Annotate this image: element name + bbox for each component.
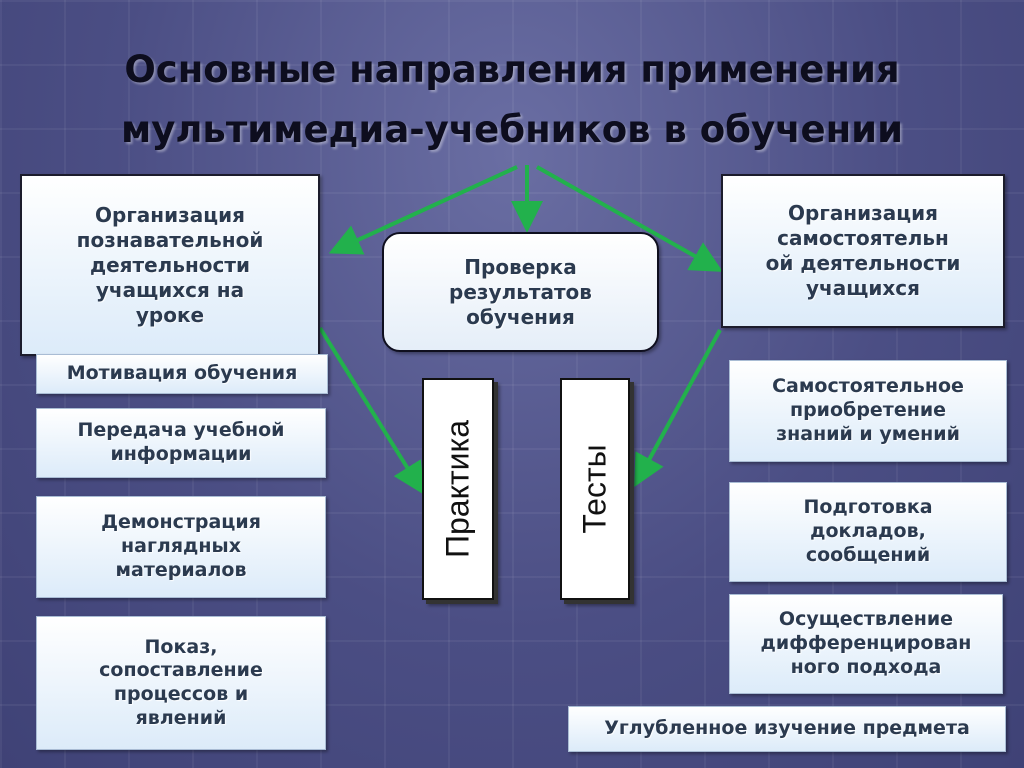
show-compare-box: Показ, сопоставление процессов и явлений <box>36 616 326 750</box>
org-cognitive-box: Организация познавательной деятельности … <box>20 174 320 356</box>
org-independent-box: Организация самостоятельн ой деятельност… <box>721 174 1005 328</box>
info-transfer-box: Передача учебной информации <box>36 408 326 478</box>
title-line-1: Основные направления применения <box>124 48 900 91</box>
check-results-box: Проверка результатов обучения <box>382 232 659 352</box>
tests-box: Тесты <box>560 378 630 600</box>
arrow-to-practice <box>318 326 425 495</box>
deep-study-box: Углубленное изучение предмета <box>568 706 1006 752</box>
practice-box: Практика <box>422 378 494 600</box>
differentiated-box: Осуществление дифференцирован ного подхо… <box>729 594 1003 694</box>
practice-label: Практика <box>439 420 476 558</box>
page-title: Основные направления применения мультиме… <box>40 40 984 160</box>
arrow-to-tests <box>634 329 722 488</box>
self-acquire-box: Самостоятельное приобретение знаний и ум… <box>729 360 1007 462</box>
tests-label: Тесты <box>576 444 613 534</box>
reports-box: Подготовка докладов, сообщений <box>729 482 1007 582</box>
title-line-2: мультимедиа-учебников в обучении <box>120 108 904 151</box>
motivation-box: Мотивация обучения <box>36 354 328 394</box>
demonstration-box: Демонстрация наглядных материалов <box>36 496 326 598</box>
